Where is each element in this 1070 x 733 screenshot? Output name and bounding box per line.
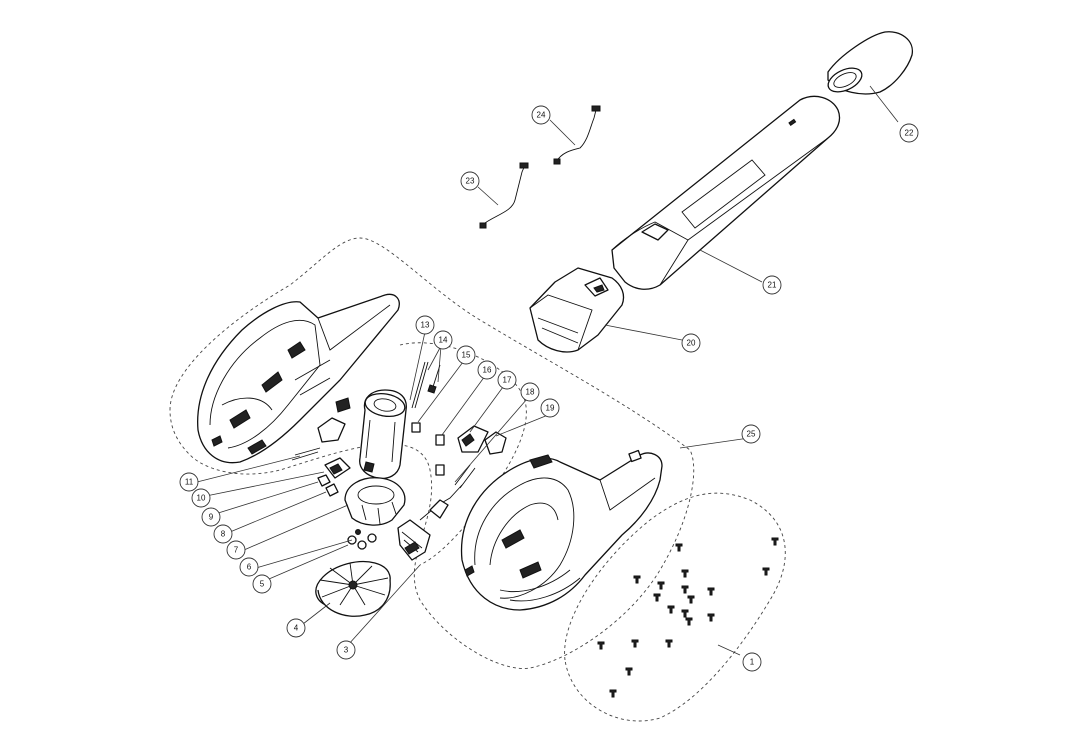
svg-text:11: 11: [185, 478, 194, 487]
group-outlines: [169, 237, 786, 722]
callout-4: 4: [286, 618, 306, 638]
callout-23: 23: [460, 171, 480, 191]
svg-text:8: 8: [221, 530, 226, 539]
svg-text:7: 7: [234, 546, 239, 555]
callout-21: 21: [762, 275, 782, 295]
part-blower-tube: [611, 95, 841, 290]
part-small-components: [291, 397, 351, 497]
svg-text:22: 22: [905, 129, 914, 138]
callout-15: 15: [456, 345, 476, 365]
part-right-housing: [460, 449, 663, 611]
svg-text:18: 18: [526, 388, 535, 397]
svg-text:24: 24: [537, 111, 546, 120]
callout-3: 3: [336, 640, 356, 660]
callout-22: 22: [899, 123, 919, 143]
callout-11: 11: [179, 472, 199, 492]
assembly-group-outline: [169, 237, 695, 669]
svg-text:10: 10: [197, 494, 206, 503]
callout-18: 18: [520, 382, 540, 402]
svg-text:15: 15: [462, 351, 471, 360]
part-tube-collar: [529, 267, 625, 353]
svg-text:17: 17: [503, 376, 512, 385]
callout-10: 10: [191, 488, 211, 508]
screws-group-outline: [564, 492, 786, 722]
part-brushes: [411, 361, 445, 476]
svg-text:21: 21: [768, 281, 777, 290]
svg-text:5: 5: [260, 580, 265, 589]
callout-8: 8: [213, 524, 233, 544]
callout-7: 7: [226, 540, 246, 560]
callout-24: 24: [531, 105, 551, 125]
svg-text:6: 6: [247, 563, 252, 572]
svg-text:4: 4: [294, 624, 299, 633]
svg-text:25: 25: [747, 430, 756, 439]
svg-text:16: 16: [483, 366, 492, 375]
svg-text:14: 14: [439, 336, 448, 345]
leader-lines: [196, 85, 899, 656]
svg-text:23: 23: [466, 177, 475, 186]
part-nozzle-tip: [827, 31, 913, 95]
part-left-housing: [197, 293, 400, 464]
callout-19: 19: [540, 398, 560, 418]
part-motor: [359, 389, 407, 480]
callout-9: 9: [201, 507, 221, 527]
part-switch-assembly: [454, 425, 507, 489]
part-fan-housing: [344, 477, 406, 526]
callout-25: 25: [741, 424, 761, 444]
svg-text:19: 19: [546, 404, 555, 413]
callout-6: 6: [239, 557, 259, 577]
callout-17: 17: [497, 370, 517, 390]
callout-14: 14: [433, 330, 453, 350]
svg-text:9: 9: [209, 513, 214, 522]
callout-1: 1: [742, 652, 762, 672]
svg-text:1: 1: [750, 658, 755, 667]
callout-16: 16: [477, 360, 497, 380]
part-screws: [597, 537, 779, 698]
svg-text:20: 20: [687, 339, 696, 348]
callout-20: 20: [681, 333, 701, 353]
svg-text:3: 3: [344, 646, 349, 655]
part-fan: [315, 560, 391, 617]
part-bearings: [347, 529, 377, 550]
svg-text:13: 13: [421, 321, 430, 330]
callout-13: 13: [415, 315, 435, 335]
callout-5: 5: [252, 574, 272, 594]
part-bracket: [397, 484, 463, 561]
part-wires: [479, 105, 601, 229]
